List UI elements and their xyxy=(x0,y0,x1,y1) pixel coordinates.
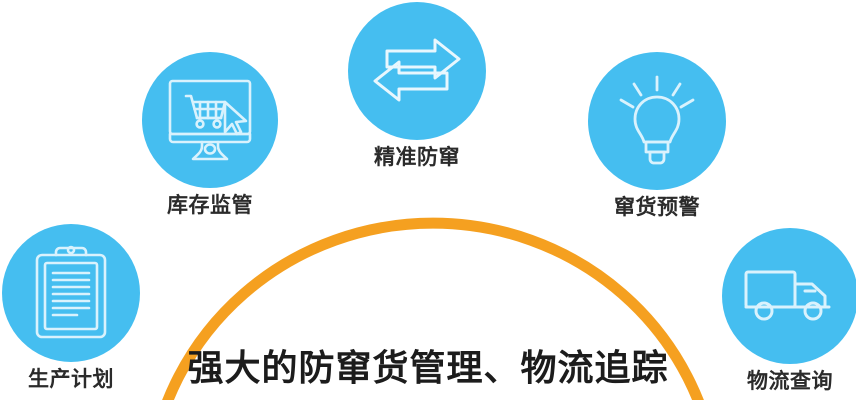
feature-node-inventory[interactable]: 库存监管 xyxy=(142,52,278,217)
feature-node-alert[interactable]: 窜货预警 xyxy=(588,52,726,219)
feature-label-alert: 窜货预警 xyxy=(614,195,700,219)
headline-title: 强大的防窜货管理、物流追踪 xyxy=(187,348,669,389)
bubble-plan[interactable] xyxy=(2,224,140,362)
two-way-arrows-icon xyxy=(373,38,461,102)
feature-label-inventory: 库存监管 xyxy=(167,193,253,217)
feature-label-plan: 生产计划 xyxy=(28,367,114,391)
bubble-alert[interactable] xyxy=(588,52,726,190)
clipboard-icon xyxy=(35,245,107,339)
delivery-truck-icon xyxy=(744,270,831,321)
lightbulb-icon xyxy=(619,75,695,165)
feature-label-prevent: 精准防窜 xyxy=(374,145,460,169)
bubble-prevent[interactable] xyxy=(348,2,486,140)
feature-node-logistics[interactable]: 物流查询 xyxy=(722,228,856,393)
feature-label-logistics: 物流查询 xyxy=(747,369,833,393)
monitor-cart-cursor-icon xyxy=(168,79,252,161)
feature-node-plan[interactable]: 生产计划 xyxy=(2,224,140,391)
feature-node-prevent[interactable]: 精准防窜 xyxy=(348,2,486,169)
bubble-logistics[interactable] xyxy=(722,228,856,364)
bubble-inventory[interactable] xyxy=(142,52,278,188)
